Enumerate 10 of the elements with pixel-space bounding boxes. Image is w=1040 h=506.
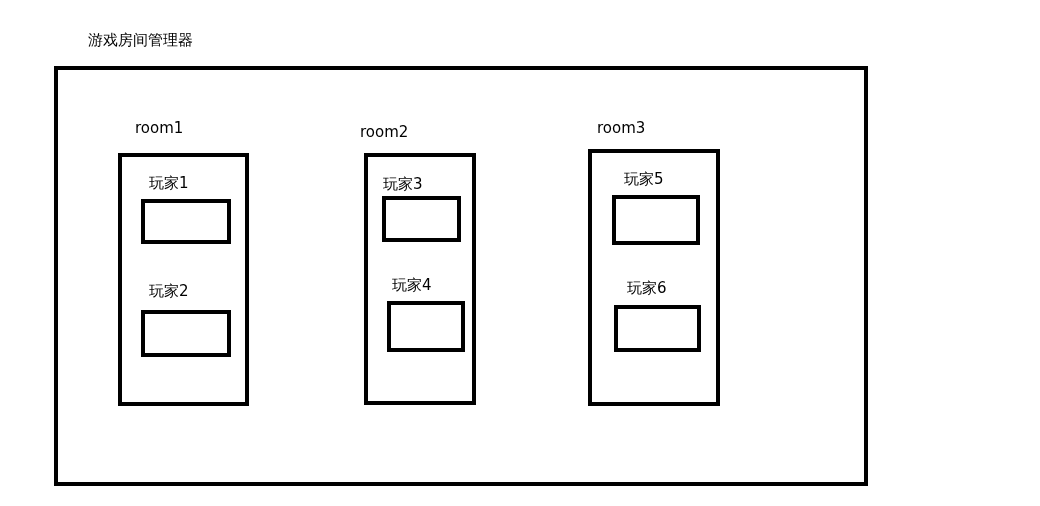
box-heading: 玩家2 <box>149 282 189 300</box>
box-heading: 玩家6 <box>627 279 667 297</box>
box-heading: 玩家4 <box>392 276 432 294</box>
box-heading: room2 <box>360 123 409 141</box>
box-heading: room1 <box>135 119 184 137</box>
box-heading: 游戏房间管理器 <box>88 31 193 49</box>
box-heading: 玩家5 <box>624 170 664 188</box>
box-heading: 玩家1 <box>149 174 189 192</box>
box-heading: room3 <box>597 119 646 137</box>
box-heading: 玩家3 <box>383 175 423 193</box>
